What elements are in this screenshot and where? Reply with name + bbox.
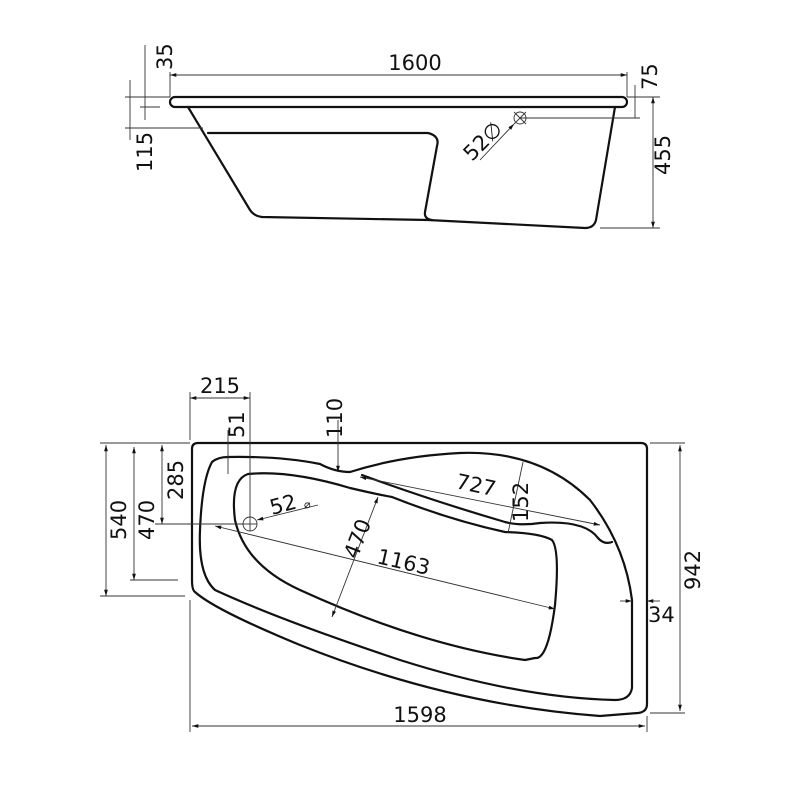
dim-overflow-diameter: 52∅ — [459, 117, 508, 166]
dim-drain-offset: 51 — [225, 411, 249, 438]
dim-left-offset: 215 — [200, 374, 240, 398]
dim-left-width: 540 — [107, 500, 131, 540]
dim-rim-edge: 34 — [648, 603, 675, 627]
dim-shelf-length: 727 — [454, 469, 498, 501]
dim-shelf-width: 152 — [509, 482, 533, 522]
dim-drain-diameter: 52 — [267, 490, 299, 520]
side-body — [186, 105, 617, 230]
dim-overall-width: 942 — [681, 550, 705, 590]
plan-view: 52 ⌀ 215 51 110 285 470 540 470 1163 727… — [100, 374, 705, 732]
dim-drain-depth: 285 — [164, 460, 188, 500]
side-rim — [168, 95, 629, 109]
side-view: 1600 35 115 75 455 52∅ — [125, 43, 675, 230]
dim-length: 1600 — [388, 51, 441, 75]
dim-overall-length: 1598 — [393, 703, 446, 727]
side-step — [206, 131, 439, 222]
dim-ledge-offset: 110 — [323, 398, 347, 438]
dim-seat-depth: 115 — [133, 132, 157, 172]
overflow-hole-icon — [513, 111, 527, 125]
dim-total-height: 455 — [651, 135, 675, 175]
dim-rim-thickness: 35 — [153, 43, 177, 70]
plan-rim-inner — [198, 451, 634, 702]
dim-overflow-height: 75 — [638, 63, 662, 90]
dim-basin-left-width: 470 — [135, 500, 159, 540]
dim-basin-width: 470 — [339, 516, 376, 562]
dim-basin-length: 1163 — [375, 544, 432, 579]
diameter-symbol: ⌀ — [304, 498, 311, 511]
plan-outline — [190, 441, 649, 718]
